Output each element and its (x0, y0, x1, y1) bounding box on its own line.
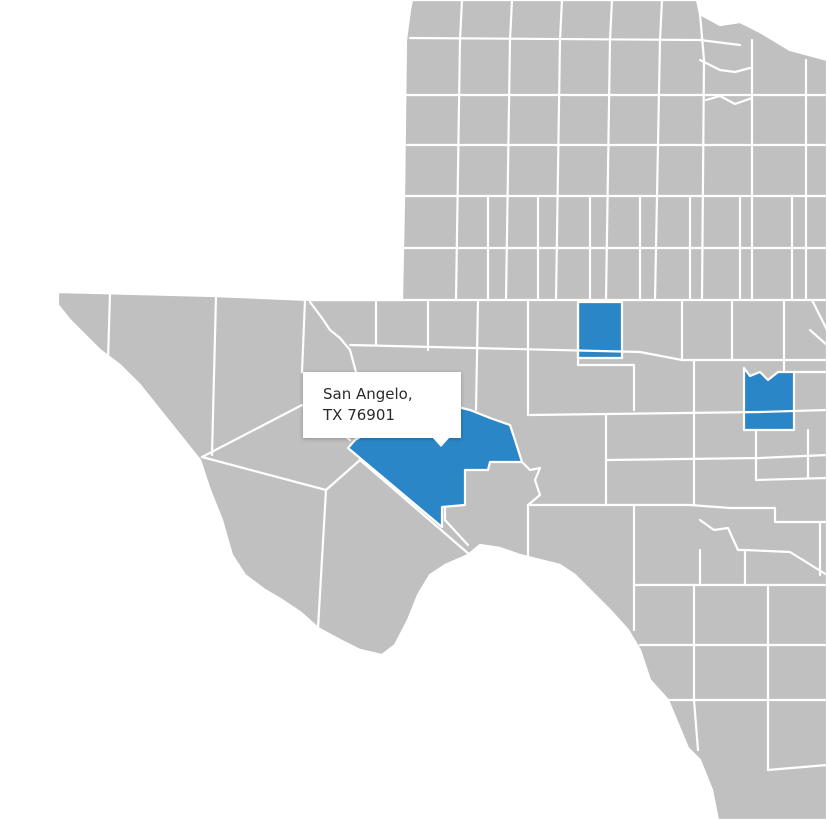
popup-city-label: San Angelo, (323, 385, 413, 403)
county-borders (106, 0, 827, 772)
location-popup: San Angelo, TX 76901 (303, 372, 461, 447)
popup-pointer (432, 437, 450, 447)
popup-zip-label: TX 76901 (323, 406, 395, 424)
highlighted-county-east[interactable] (742, 366, 796, 432)
